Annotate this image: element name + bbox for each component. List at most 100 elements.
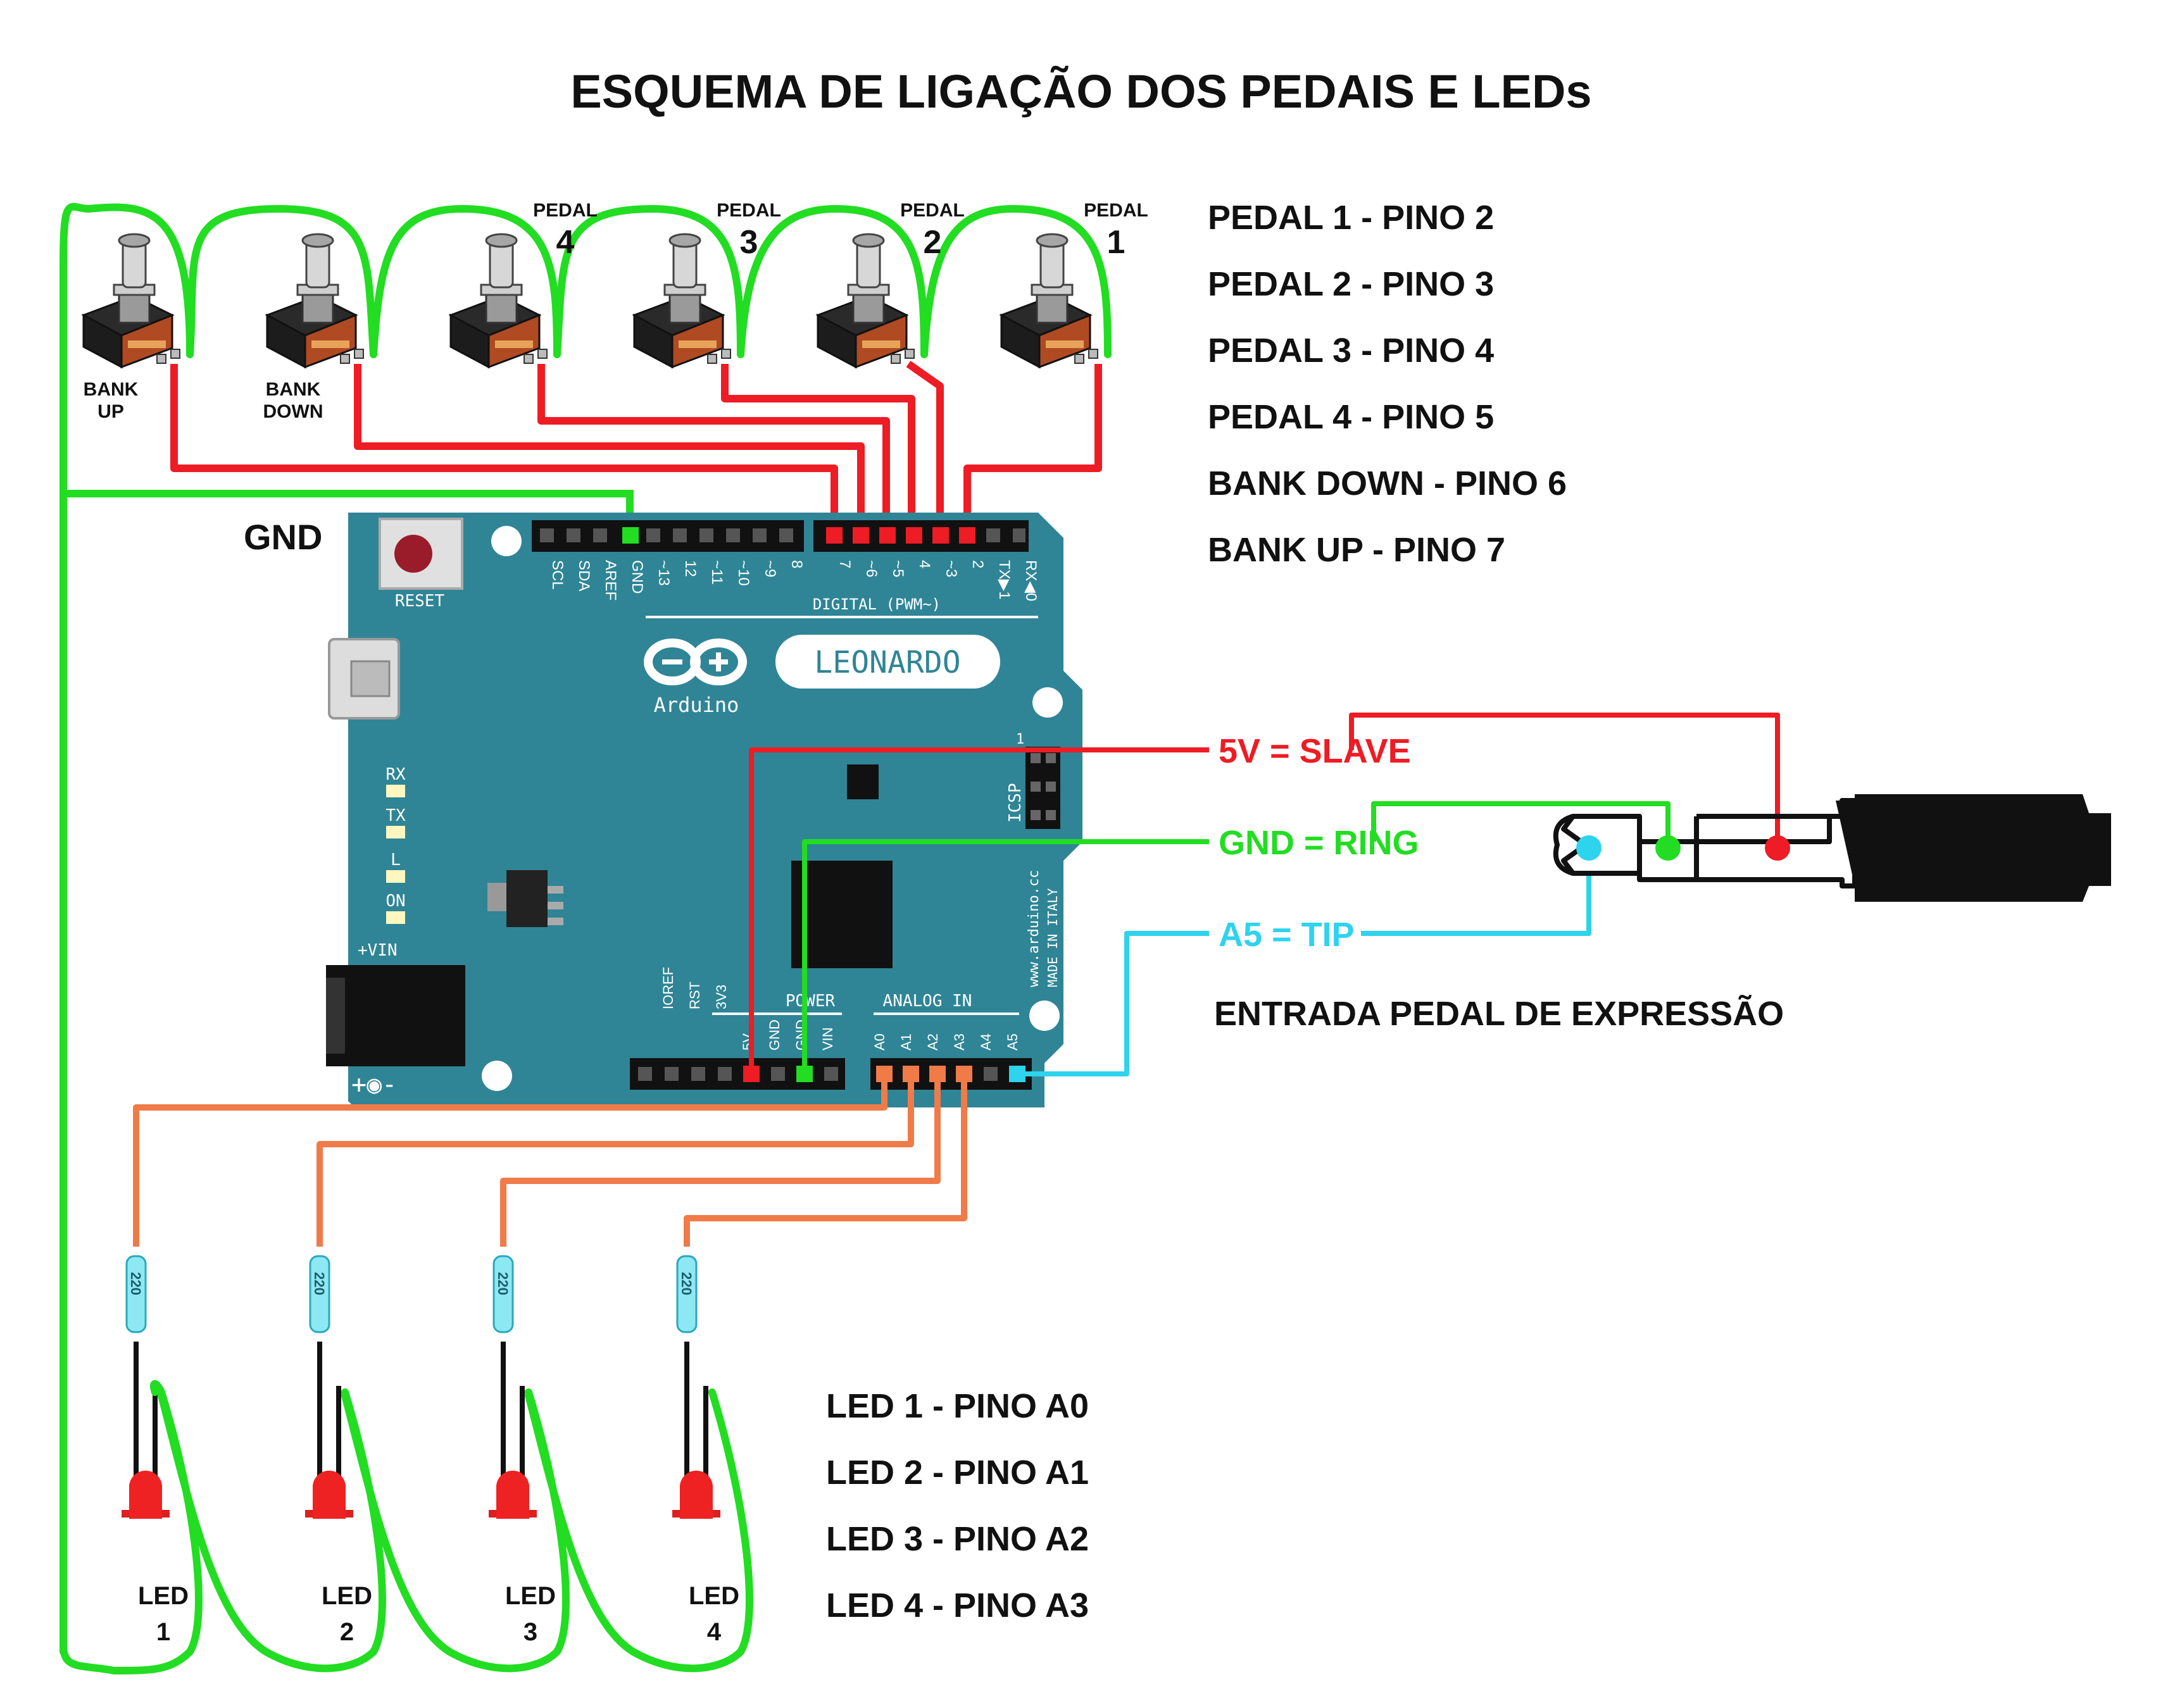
power-polarity-symbol: +◉- — [351, 1070, 397, 1099]
resistor-2-value: 220 — [311, 1272, 327, 1295]
pin-label-scl: SCL — [549, 560, 566, 590]
pedal-pin-item: PEDAL 1 - PINO 2 — [1208, 199, 1494, 237]
pin-label-rx0: RX◀0 — [1022, 560, 1039, 601]
pin-label-9: ~9 — [762, 560, 779, 577]
pin-label-ioref: IOREF — [660, 967, 676, 1009]
pedal-label-4-1: PEDAL — [533, 200, 598, 221]
resistor-4-value: 220 — [679, 1272, 694, 1295]
jack-wires — [749, 713, 1780, 1076]
model-badge — [775, 635, 1000, 689]
pedal-bank-down — [266, 233, 365, 368]
brand-label: Arduino — [654, 693, 739, 717]
pedal-pin-item: PEDAL 4 - PINO 5 — [1208, 398, 1494, 436]
pedal-pin-item: PEDAL 3 - PINO 4 — [1208, 332, 1494, 370]
leds — [122, 1471, 720, 1519]
led-2-label: LED — [322, 1582, 372, 1610]
led-signal-wires — [133, 1074, 967, 1247]
pedal-label-4-2: 4 — [556, 224, 575, 261]
led-4-num: 4 — [707, 1618, 722, 1646]
pin-label-4: 4 — [916, 560, 933, 568]
pedal-label-bank-down-2: DOWN — [263, 401, 323, 422]
jack-caption: ENTRADA PEDAL DE EXPRESSÃO — [1214, 995, 1784, 1033]
pin-label-a1: A1 — [898, 1033, 914, 1050]
status-leds: RX TX L ON — [386, 765, 406, 924]
pin-label-gnd-1: GND — [767, 1019, 782, 1050]
pedal-ground-wires — [60, 203, 1112, 1655]
made-label: MADE IN ITALY — [1045, 888, 1060, 987]
resistors — [125, 1255, 698, 1333]
pedal-pin-list: PEDAL 1 - PINO 2 PEDAL 2 - PINO 3 PEDAL … — [1208, 199, 1567, 569]
pin-label-a5: A5 — [1005, 1033, 1020, 1050]
pin-label-11: ~11 — [708, 560, 725, 585]
arduino-leonardo-board: RESET RX TX L ON +VIN +◉- — [326, 513, 1082, 1107]
led-pin-item: LED 4 - PINO A3 — [826, 1586, 1089, 1624]
pin-label-a4: A4 — [978, 1033, 994, 1050]
jack-tip-label: A5 = TIP — [1219, 916, 1355, 954]
pin-label-13: ~13 — [655, 560, 672, 586]
pedal-label-3-2: 3 — [740, 224, 758, 261]
led-legs — [134, 1342, 708, 1509]
pedal-pin-item: PEDAL 2 - PINO 3 — [1208, 265, 1494, 303]
pin-label-vin: VIN — [820, 1027, 836, 1050]
pin-label-3v3: 3V3 — [713, 985, 729, 1009]
led-pin-item: LED 2 - PINO A1 — [826, 1454, 1089, 1492]
pedal-pin-item: BANK UP - PINO 7 — [1208, 531, 1505, 569]
pedal-label-1-2: 1 — [1107, 224, 1125, 261]
pin-label-12: 12 — [682, 560, 699, 577]
pin-label-5: ~5 — [889, 560, 906, 577]
resistor-3-value: 220 — [495, 1272, 511, 1295]
pin-label-7: 7 — [836, 560, 853, 568]
pin-label-gnd-top: GND — [629, 560, 646, 594]
pin-label-a2: A2 — [925, 1033, 941, 1050]
led-3-label: LED — [505, 1582, 556, 1610]
icsp-pin1-label: 1 — [1016, 732, 1024, 747]
pedal-label-3-1: PEDAL — [717, 200, 781, 221]
trs-jack-plug — [1553, 794, 2111, 902]
pedal-pin-item: BANK DOWN - PINO 6 — [1208, 464, 1567, 502]
led-pin-list: LED 1 - PINO A0 LED 2 - PINO A1 LED 3 - … — [826, 1387, 1089, 1624]
pin-label-a3: A3 — [951, 1033, 967, 1050]
led-pin-item: LED 3 - PINO A2 — [826, 1520, 1089, 1558]
led-label-l: L — [391, 851, 401, 870]
pin-label-aref: AREF — [602, 560, 619, 601]
pedal-label-bank-down-1: BANK — [266, 379, 321, 400]
pedal-label-2-1: PEDAL — [900, 200, 965, 221]
pedal-4 — [449, 233, 548, 368]
pin-label-sda: SDA — [575, 560, 592, 591]
arduino-logo: Arduino — [644, 639, 747, 717]
pedal-3 — [633, 233, 732, 368]
analog-label: ANALOG IN — [883, 992, 972, 1011]
pin-label-10: ~10 — [735, 560, 752, 586]
jack-ring-label: GND = RING — [1219, 824, 1419, 862]
pedal-signal-wires — [170, 361, 1102, 535]
pedal-1 — [1000, 233, 1099, 368]
power-jack — [326, 965, 465, 1066]
gnd-label: GND — [244, 517, 322, 557]
pedal-label-bank-up-2: UP — [97, 401, 124, 422]
led-1-label: LED — [138, 1582, 189, 1610]
pin-label-2: 2 — [969, 560, 986, 568]
microcontroller-chip — [791, 861, 893, 968]
model-label: LEONARDO — [814, 645, 960, 680]
pin-label-a0: A0 — [872, 1033, 887, 1050]
reset-label: RESET — [395, 592, 445, 611]
led-3-num: 3 — [524, 1618, 537, 1646]
led-label-rx: RX — [386, 765, 406, 784]
icsp-label: ICSP — [1006, 783, 1025, 823]
pin-label-6: ~6 — [863, 560, 880, 577]
url-label: www.arduino.cc — [1026, 870, 1042, 987]
led-label-tx: TX — [386, 806, 406, 825]
led-1-num: 1 — [156, 1618, 170, 1646]
pedal-bank-up — [82, 233, 181, 368]
pin-label-8: 8 — [788, 560, 805, 568]
led-label-on: ON — [386, 892, 405, 911]
power-label: POWER — [786, 992, 836, 1011]
pedal-label-bank-up-1: BANK — [84, 379, 139, 400]
pedal-label-2-2: 2 — [924, 224, 942, 261]
led-pin-item: LED 1 - PINO A0 — [826, 1387, 1089, 1425]
page-title: ESQUEMA DE LIGAÇÃO DOS PEDAIS E LEDs — [570, 65, 1591, 118]
digital-label: DIGITAL (PWM~) — [813, 595, 941, 613]
resistor-1-value: 220 — [128, 1272, 144, 1295]
header-analog — [870, 1058, 1032, 1090]
